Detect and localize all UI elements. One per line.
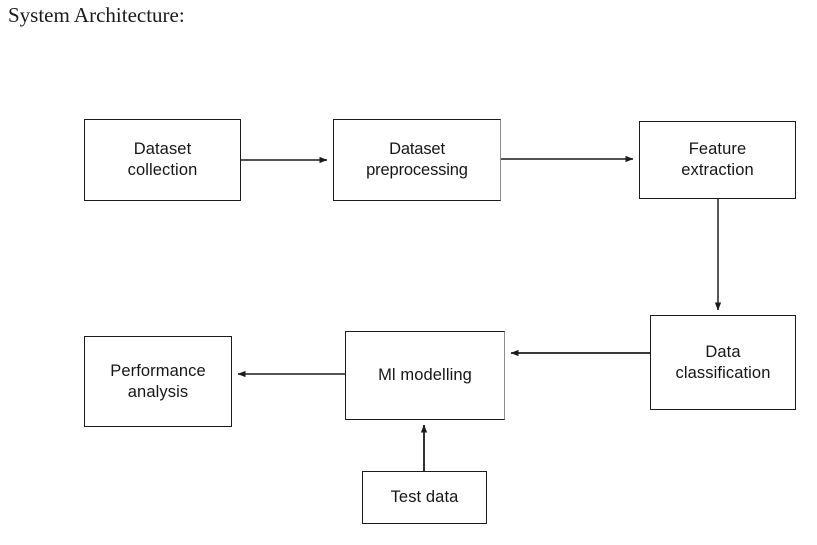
node-label: Test data [390,488,459,506]
node-feature-extraction[interactable]: Feature extraction [639,121,796,199]
node-dataset-collection[interactable]: Dataset collection [84,119,241,201]
page-title: System Architecture: [8,3,185,27]
node-label: Feature extraction [681,140,754,179]
node-label: Dataset collection [127,140,198,179]
node-label: Dataset preprocessing [366,140,468,179]
node-data-classification[interactable]: Data classification [650,315,796,410]
node-test-data[interactable]: Test data [362,471,487,524]
node-label: Data classification [675,342,771,382]
node-ml-modelling[interactable]: Ml modelling [345,331,505,420]
node-label: Ml modelling [378,366,472,384]
node-performance-analysis[interactable]: Performance analysis [84,336,232,427]
node-label: Performance analysis [110,361,206,401]
node-dataset-preprocessing[interactable]: Dataset preprocessing [333,119,501,201]
